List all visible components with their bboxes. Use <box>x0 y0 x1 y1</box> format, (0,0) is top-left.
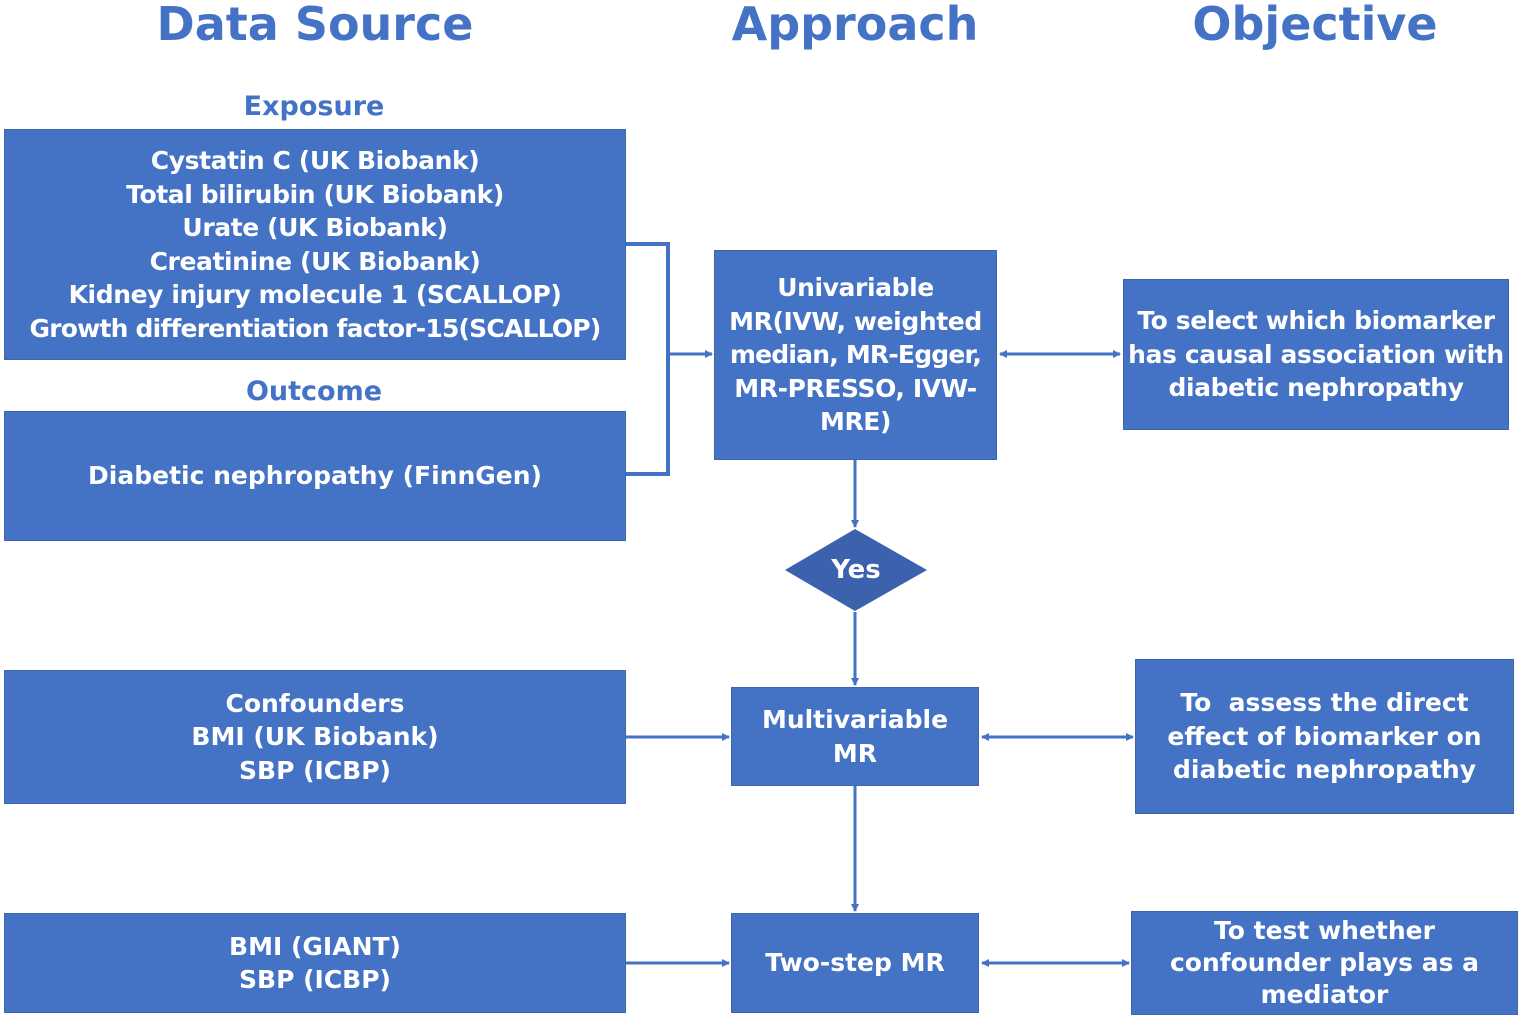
heading-objective: Objective <box>1192 0 1438 51</box>
objective-line: has causal association with <box>1128 339 1504 369</box>
objective-line: To select which biomarker <box>1137 306 1495 336</box>
two-step-label: Two-step MR <box>765 948 945 978</box>
objective-multivariable-box: To assess the direct effect of biomarker… <box>1135 659 1514 814</box>
multivariable-line: Multivariable <box>761 705 949 734</box>
objective-univariable-box: To select which biomarker has causal ass… <box>1123 279 1509 430</box>
confounders-line: BMI (UK Biobank) <box>191 722 439 752</box>
univariable-line: MRE) <box>819 407 892 437</box>
giant-box: BMI (GIANT) SBP (ICBP) <box>4 913 626 1013</box>
objective-line: diabetic nephropathy <box>1173 755 1476 785</box>
confounders-box: Confounders BMI (UK Biobank) SBP (ICBP) <box>4 670 626 804</box>
univariable-mr-box: Univariable MR(IVW, weighted median, MR-… <box>714 250 997 460</box>
multivariable-mr-box: Multivariable MR <box>731 687 979 786</box>
objective-line: effect of biomarker on <box>1167 721 1482 751</box>
exposure-item: Urate (UK Biobank) <box>182 213 448 242</box>
univariable-line: median, MR-Egger, <box>729 340 982 370</box>
exposure-item: Growth differentiation factor-15(SCALLOP… <box>29 313 602 343</box>
decision-yes-label: Yes <box>831 555 881 585</box>
objective-line: To assess the direct <box>1180 688 1469 718</box>
giant-line: SBP (ICBP) <box>239 965 391 994</box>
two-step-mr-box: Two-step MR <box>731 913 979 1013</box>
confounders-line: Confounders <box>225 688 405 718</box>
multivariable-line: MR <box>832 738 878 768</box>
univariable-line: MR(IVW, weighted <box>729 306 982 336</box>
univariable-line: MR-PRESSO, IVW- <box>734 373 977 403</box>
confounders-line: SBP (ICBP) <box>239 755 391 785</box>
objective-line: mediator <box>1260 980 1389 1009</box>
exposure-box: Cystatin C (UK Biobank) Total bilirubin … <box>4 129 626 360</box>
objective-line: confounder plays as a <box>1169 948 1480 977</box>
objective-two-step-box: To test whether confounder plays as a me… <box>1131 911 1518 1015</box>
giant-line: BMI (GIANT) <box>229 931 401 961</box>
exposure-item: Kidney injury molecule 1 (SCALLOP) <box>68 280 562 309</box>
exposure-item: Creatinine (UK Biobank) <box>149 246 481 276</box>
univariable-line: Univariable <box>777 273 934 303</box>
connector-bracket <box>626 242 670 476</box>
outcome-label: Outcome <box>245 376 383 407</box>
exposure-item: Total bilirubin (UK Biobank) <box>126 179 504 209</box>
objective-line: To test whether <box>1214 916 1435 945</box>
decision-diamond <box>785 529 927 611</box>
objective-line: diabetic nephropathy <box>1168 373 1464 403</box>
heading-approach: Approach <box>731 0 979 51</box>
exposure-label: Exposure <box>243 91 385 122</box>
outcome-item: Diabetic nephropathy (FinnGen) <box>88 461 542 491</box>
outcome-box: Diabetic nephropathy (FinnGen) <box>4 411 626 541</box>
exposure-item: Cystatin C (UK Biobank) <box>150 146 480 175</box>
heading-data-source: Data Source <box>156 0 474 51</box>
